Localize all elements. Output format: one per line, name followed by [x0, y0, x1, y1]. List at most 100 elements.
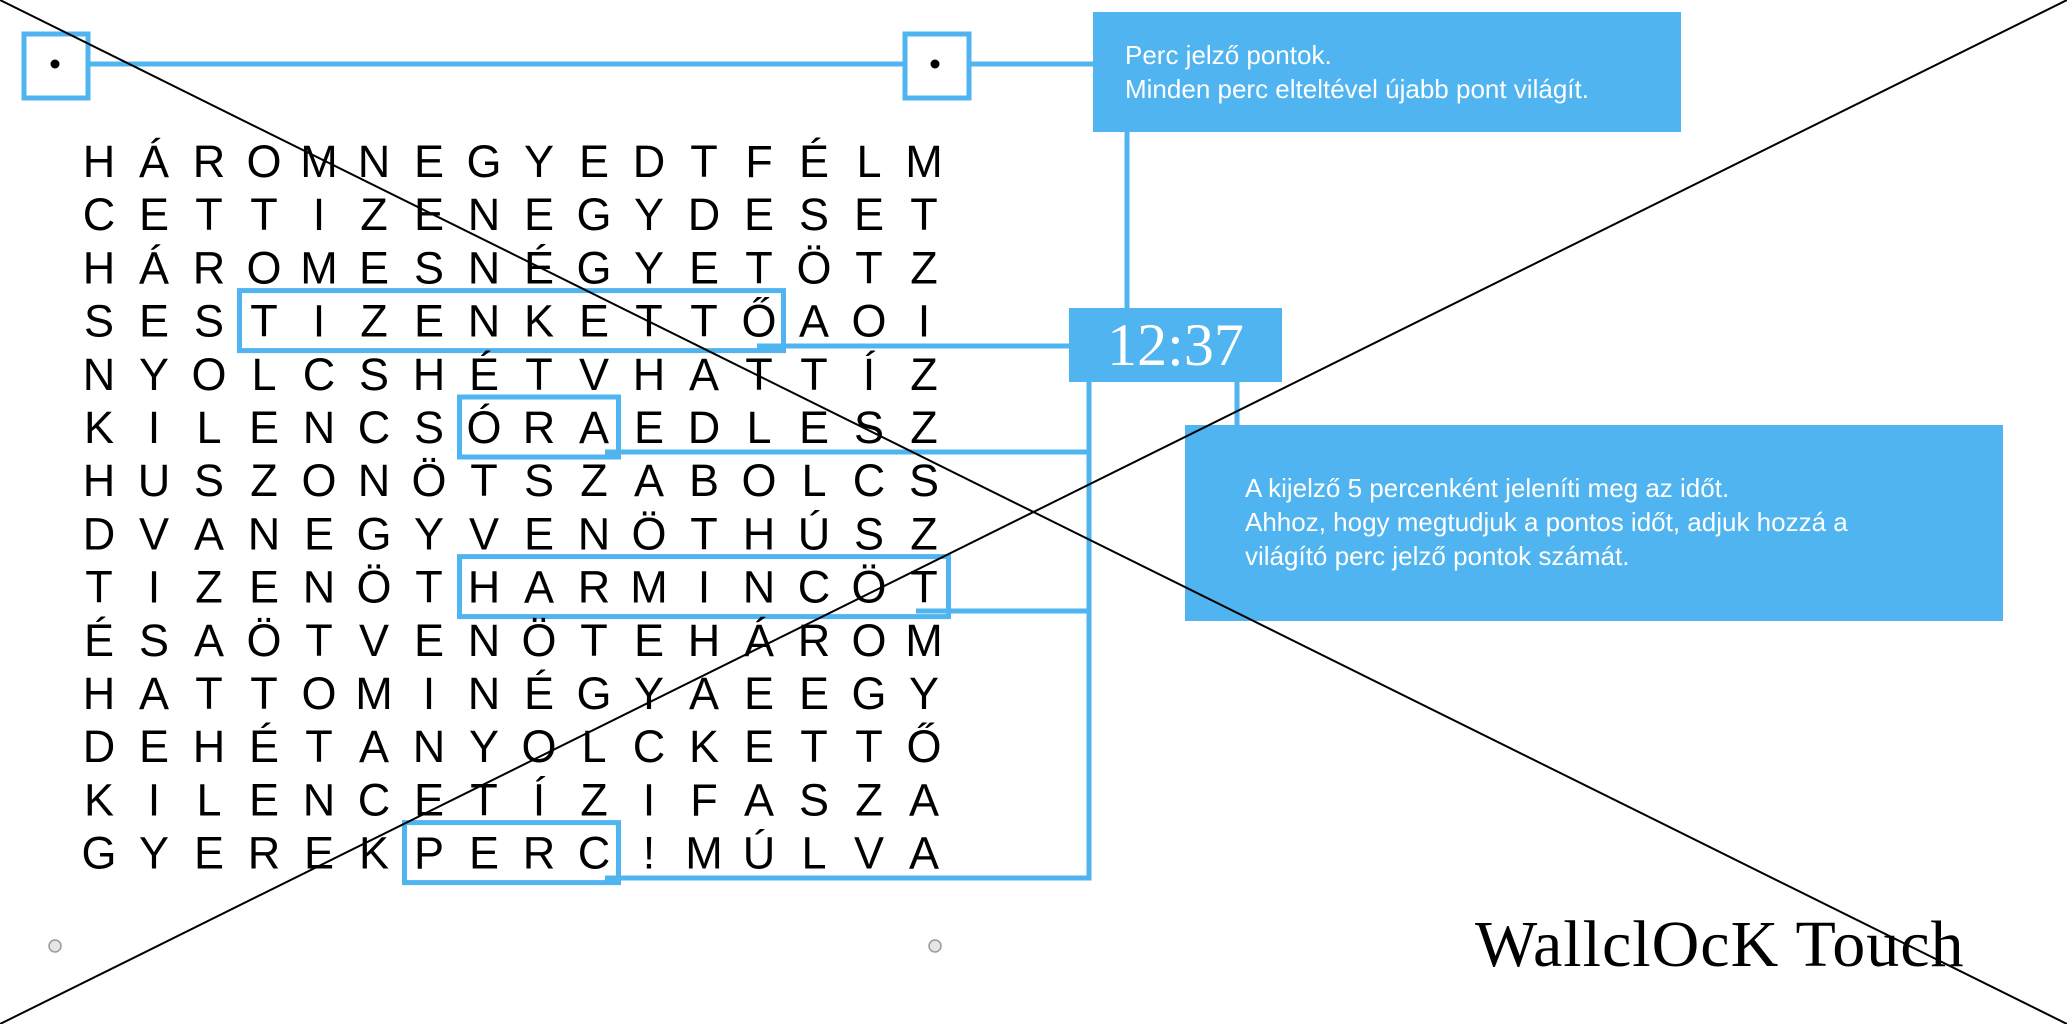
grid-letter: L — [251, 349, 276, 400]
grid-letter: Ö — [851, 562, 886, 613]
grid-letter: M — [300, 136, 338, 187]
grid-letter: A — [194, 508, 224, 559]
grid-letter: S — [854, 508, 884, 559]
grid-letter: E — [689, 242, 719, 293]
grid-letter: G — [81, 828, 116, 879]
grid-letter: F — [690, 774, 718, 825]
grid-letter: Ö — [246, 615, 281, 666]
grid-letter: N — [743, 562, 776, 613]
grid-letter: L — [856, 136, 881, 187]
grid-letter: V — [359, 615, 389, 666]
grid-letter: N — [303, 562, 336, 613]
grid-letter: Y — [414, 508, 444, 559]
grid-letter: E — [744, 721, 774, 772]
grid-letter: C — [358, 402, 391, 453]
grid-letter: E — [194, 828, 224, 879]
grid-letter: H — [193, 721, 226, 772]
grid-letter: Y — [909, 668, 939, 719]
grid-letter: G — [356, 508, 391, 559]
time-display: 12:37 — [1069, 308, 1282, 382]
grid-letter: M — [630, 562, 668, 613]
grid-letter: H — [83, 455, 116, 506]
grid-letter: E — [249, 774, 279, 825]
grid-letter: T — [910, 562, 938, 613]
grid-letter: Á — [744, 615, 774, 666]
grid-letter: R — [193, 242, 226, 293]
grid-letter: D — [83, 721, 116, 772]
grid-letter: E — [799, 668, 829, 719]
grid-letter: R — [523, 828, 556, 879]
grid-letter: Z — [195, 562, 223, 613]
grid-letter: I — [698, 562, 711, 613]
grid-letter: ! — [643, 828, 656, 879]
grid-letter: O — [301, 455, 336, 506]
grid-letter: Z — [580, 455, 608, 506]
grid-letter: E — [359, 242, 389, 293]
grid-letter: C — [83, 189, 116, 240]
grid-letter: I — [423, 668, 436, 719]
grid-letter: H — [83, 668, 116, 719]
grid-letter: R — [193, 136, 226, 187]
grid-letter: N — [468, 242, 501, 293]
grid-letter: K — [359, 828, 389, 879]
grid-letter: Y — [634, 189, 664, 240]
grid-letter: L — [801, 455, 826, 506]
grid-letter: H — [413, 349, 446, 400]
grid-letter: A — [799, 296, 829, 347]
grid-letter: Ö — [521, 615, 556, 666]
grid-letter: T — [910, 189, 938, 240]
grid-letter: I — [313, 189, 326, 240]
grid-letter: M — [905, 615, 943, 666]
grid-letter: N — [468, 296, 501, 347]
grid-letter: E — [139, 296, 169, 347]
grid-letter: T — [250, 296, 278, 347]
grid-letter: A — [909, 774, 939, 825]
grid-letter: Y — [634, 668, 664, 719]
grid-letter: G — [576, 189, 611, 240]
grid-letter: E — [744, 668, 774, 719]
grid-letter: O — [851, 296, 886, 347]
grid-letter: S — [194, 455, 224, 506]
grid-letter: P — [414, 828, 444, 879]
grid-letter: T — [745, 242, 773, 293]
grid-letter: T — [305, 721, 333, 772]
grid-letter: V — [579, 349, 609, 400]
grid-letter: O — [741, 455, 776, 506]
grid-letter: G — [851, 668, 886, 719]
grid-letter: E — [579, 136, 609, 187]
grid-letter: E — [414, 136, 444, 187]
grid-letter: T — [800, 721, 828, 772]
grid-letter: D — [688, 189, 721, 240]
grid-letter: L — [746, 402, 771, 453]
grid-letter: D — [633, 136, 666, 187]
grid-letter: N — [468, 189, 501, 240]
grid-letter: É — [249, 721, 279, 772]
grid-letter: F — [745, 136, 773, 187]
grid-letter: Z — [910, 349, 938, 400]
grid-letter: R — [248, 828, 281, 879]
grid-letter: O — [301, 668, 336, 719]
grid-letter: É — [524, 668, 554, 719]
grid-letter: K — [689, 721, 719, 772]
grid-letter: M — [355, 668, 393, 719]
grid-letter: G — [576, 242, 611, 293]
grid-letter: T — [250, 668, 278, 719]
grid-letter: Ó — [466, 402, 501, 453]
grid-letter: E — [139, 721, 169, 772]
grid-letter: O — [246, 242, 281, 293]
grid-letter: Z — [360, 189, 388, 240]
grid-letter: N — [468, 668, 501, 719]
grid-letter: Ö — [796, 242, 831, 293]
callout-minute-dots-line-1: Perc jelző pontok. — [1125, 40, 1332, 70]
grid-letter: I — [148, 402, 161, 453]
grid-letter: D — [688, 402, 721, 453]
grid-letter: E — [304, 828, 334, 879]
grid-letter: T — [690, 136, 718, 187]
grid-letter: S — [194, 296, 224, 347]
grid-letter: Y — [139, 349, 169, 400]
grid-letter: T — [195, 189, 223, 240]
words-bus-connector — [605, 382, 1092, 881]
grid-letter: A — [579, 402, 609, 453]
grid-letter: O — [521, 721, 556, 772]
